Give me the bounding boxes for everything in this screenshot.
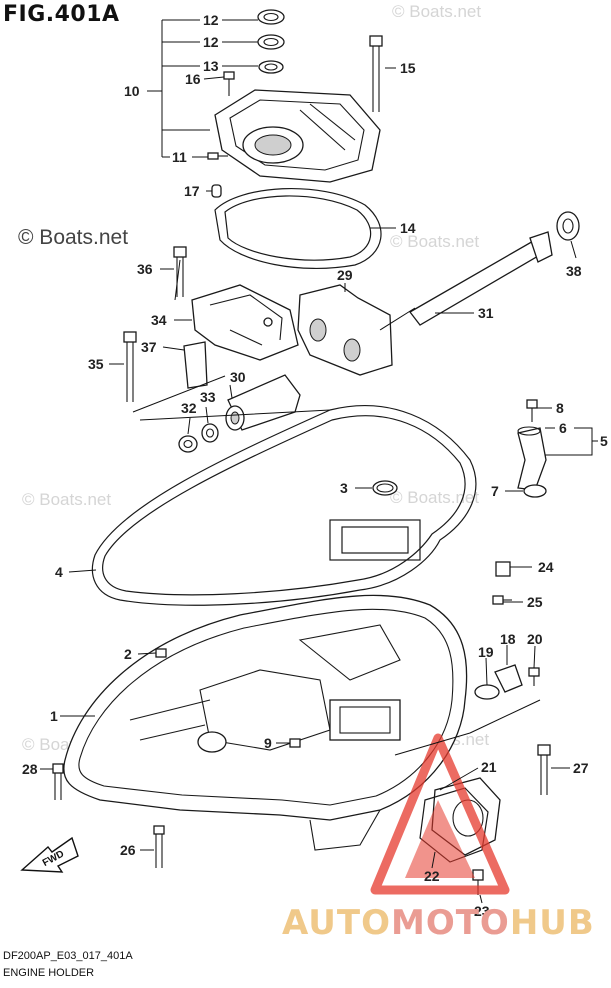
callout-4: 4 bbox=[55, 564, 63, 580]
figure-description: ENGINE HOLDER bbox=[3, 967, 95, 979]
bolt-16 bbox=[223, 71, 235, 96]
bolt-26 bbox=[153, 825, 165, 868]
oil-seal-12-upper bbox=[257, 9, 285, 25]
brand-part-moto: MOTO bbox=[390, 903, 510, 943]
callout-37: 37 bbox=[141, 339, 157, 355]
callout-labels: 12 12 13 16 15 10 11 17 14 38 36 29 31 3… bbox=[22, 12, 608, 919]
callout-8: 8 bbox=[556, 400, 564, 416]
callout-27: 27 bbox=[573, 760, 589, 776]
figure-code: DF200AP_E03_017_401A bbox=[3, 950, 133, 962]
brand-wordmark: AUTOMOTOHUB bbox=[282, 903, 595, 943]
bolt-2 bbox=[155, 648, 167, 658]
callout-20: 20 bbox=[527, 631, 543, 647]
brand-part-hub: HUB bbox=[509, 903, 595, 943]
watermark: © Boats.net bbox=[390, 488, 480, 507]
gasket-22 bbox=[419, 787, 489, 863]
dowel-pin-17 bbox=[211, 184, 222, 198]
seal-38 bbox=[556, 211, 580, 241]
bolt-28 bbox=[52, 763, 64, 800]
callout-3: 3 bbox=[340, 480, 348, 496]
watermark: © Boats.net bbox=[22, 490, 112, 509]
callout-22: 22 bbox=[424, 868, 440, 884]
callout-19: 19 bbox=[478, 644, 494, 660]
callout-31: 31 bbox=[478, 305, 494, 321]
callout-38: 38 bbox=[566, 263, 582, 279]
o-ring-13 bbox=[258, 60, 284, 74]
cover-18 bbox=[494, 664, 523, 693]
callout-25: 25 bbox=[527, 594, 543, 610]
callout-36: 36 bbox=[137, 261, 153, 277]
callout-12: 12 bbox=[203, 12, 219, 28]
gasket-19 bbox=[474, 684, 500, 700]
o-ring-3 bbox=[372, 480, 398, 496]
callout-5: 5 bbox=[600, 433, 608, 449]
callout-7: 7 bbox=[491, 483, 499, 499]
bolt-27 bbox=[537, 744, 551, 795]
bolt-9 bbox=[289, 738, 301, 748]
nut-32 bbox=[178, 435, 198, 453]
callout-21: 21 bbox=[481, 759, 497, 775]
water-pipe-6 bbox=[517, 426, 547, 491]
gasket-4 bbox=[91, 405, 477, 606]
bolt-24 bbox=[495, 561, 511, 577]
upper-cover-housing bbox=[214, 89, 381, 183]
callout-16: 16 bbox=[185, 71, 201, 87]
watermark: © Boats.net bbox=[392, 2, 482, 21]
callout-12: 12 bbox=[203, 34, 219, 50]
bolt-35 bbox=[123, 331, 137, 402]
callout-23: 23 bbox=[474, 903, 490, 919]
callout-18: 18 bbox=[500, 631, 516, 647]
callout-33: 33 bbox=[200, 389, 216, 405]
o-ring-7 bbox=[523, 484, 547, 498]
bolt-20 bbox=[528, 667, 540, 686]
callout-17: 17 bbox=[184, 183, 200, 199]
shaft-31 bbox=[409, 231, 553, 326]
bolt-15 bbox=[369, 35, 383, 112]
callout-34: 34 bbox=[151, 312, 167, 328]
gasket-14 bbox=[214, 187, 382, 270]
bolt-25 bbox=[492, 595, 512, 605]
fwd-arrow-icon: FWD bbox=[20, 836, 79, 873]
mount-bushing-30 bbox=[225, 374, 301, 431]
callout-15: 15 bbox=[400, 60, 416, 76]
callout-24: 24 bbox=[538, 559, 554, 575]
callout-32: 32 bbox=[181, 400, 197, 416]
brand-part-auto: AUTO bbox=[282, 903, 391, 943]
callout-10: 10 bbox=[124, 83, 140, 99]
washer-33 bbox=[201, 423, 219, 443]
callout-9: 9 bbox=[264, 735, 272, 751]
mount-rubber-29 bbox=[297, 284, 393, 376]
watermark: © Boats.net bbox=[18, 226, 129, 249]
automotohub-logo-icon bbox=[370, 733, 510, 895]
callout-11: 11 bbox=[172, 149, 187, 165]
oil-seal-12-lower bbox=[257, 34, 285, 50]
bolt-11 bbox=[207, 152, 228, 160]
callout-1: 1 bbox=[50, 708, 58, 724]
watermark: © Boats.net bbox=[390, 232, 480, 251]
callout-13: 13 bbox=[203, 58, 219, 74]
callout-35: 35 bbox=[88, 356, 104, 372]
callout-6: 6 bbox=[559, 420, 567, 436]
callout-30: 30 bbox=[230, 369, 246, 385]
figure-title: FIG.401A bbox=[3, 2, 120, 27]
callout-29: 29 bbox=[337, 267, 353, 283]
callout-28: 28 bbox=[22, 761, 38, 777]
bolt-36 bbox=[173, 246, 187, 297]
mount-holder-34 bbox=[191, 284, 299, 361]
bracket-37 bbox=[183, 341, 208, 389]
callout-2: 2 bbox=[124, 646, 132, 662]
callout-14: 14 bbox=[400, 220, 416, 236]
bolt-8 bbox=[526, 399, 538, 422]
callout-26: 26 bbox=[120, 842, 136, 858]
leader-lines bbox=[40, 19, 598, 904]
